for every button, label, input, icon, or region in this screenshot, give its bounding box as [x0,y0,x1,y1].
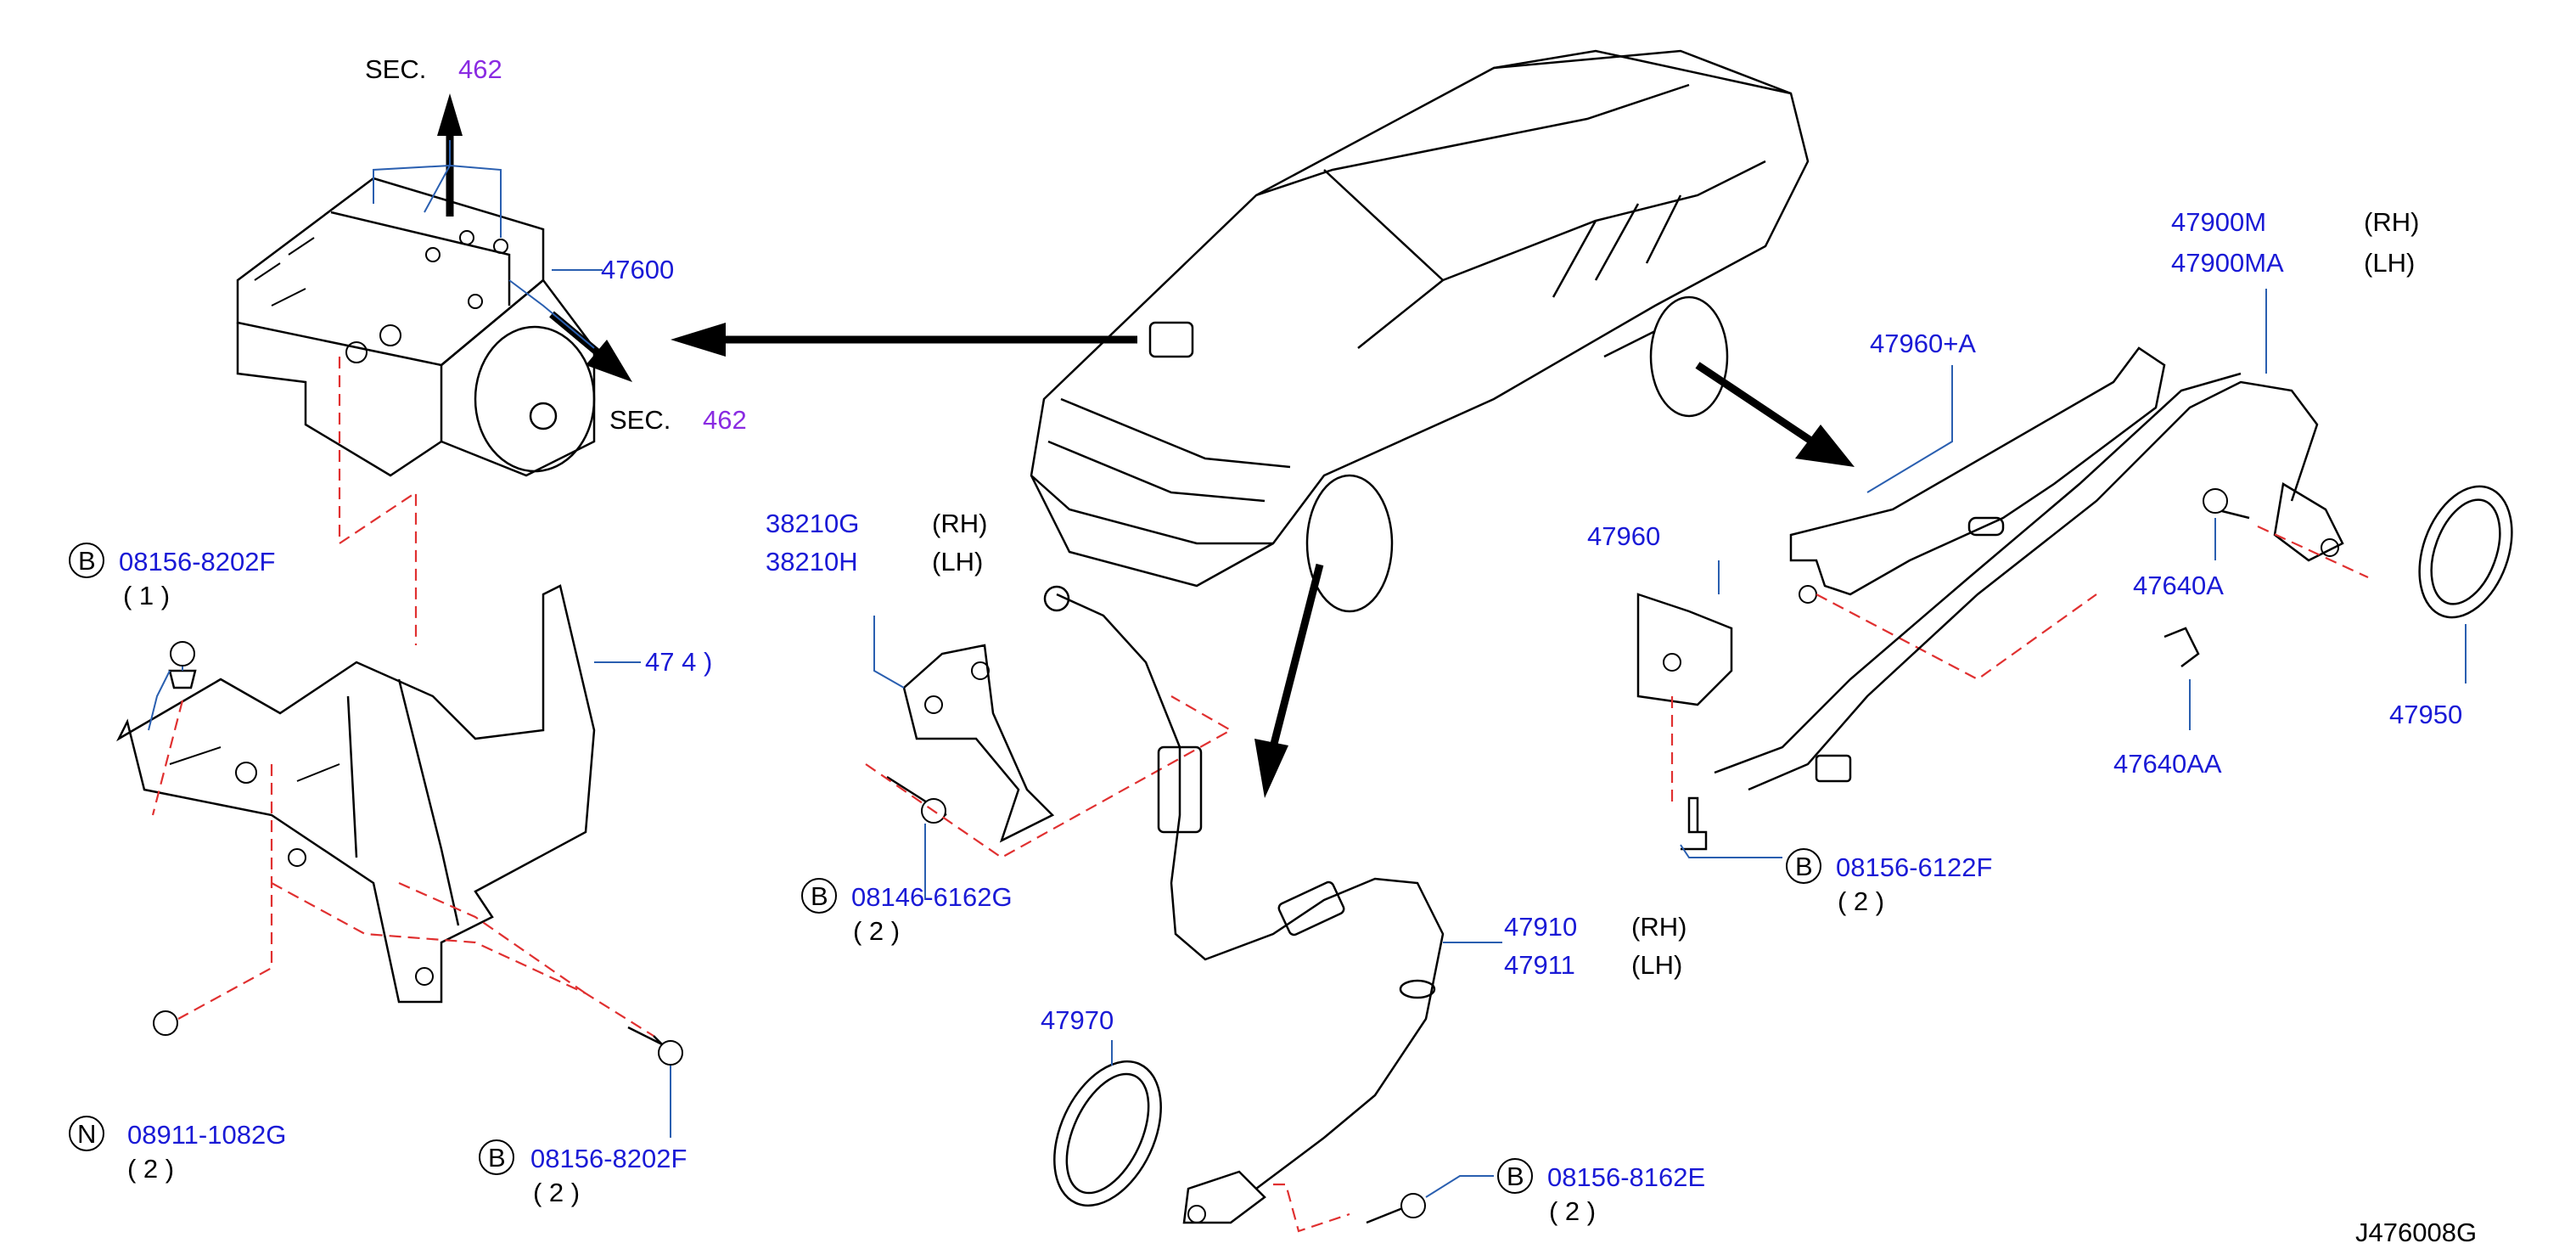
part-number-08146-6162G[interactable]: 08146-6162G [851,882,1013,912]
tone-ring-47950 [2418,485,2513,683]
quantity-label: ( 2 ) [127,1154,174,1184]
bolt-symbol-letter: B [78,546,96,576]
part-number-47960A[interactable]: 47960+A [1870,329,1976,358]
quantity-label: ( 2 ) [1838,886,1884,916]
part-number-08156-8202F[interactable]: 08156-8202F [119,547,275,577]
part-number-47640A[interactable]: 47640A [2133,571,2224,600]
side-label-rh: (RH) [932,509,987,538]
bolt-8162E [1273,1175,1494,1233]
car-illustration [1030,49,1810,613]
part-number-47640AA[interactable]: 47640AA [2113,749,2222,779]
tone-ring-47970 [1053,1040,1162,1207]
section-ref-number[interactable]: 462 [458,54,502,84]
part-number-47900M[interactable]: 47900M [2171,207,2266,237]
side-label-rh: (RH) [2364,207,2419,237]
actuator-bracket [116,584,641,1004]
part-number-47600[interactable]: 47600 [601,255,674,284]
diagram-code: J476008G [2355,1218,2477,1247]
part-number-08911-1082G[interactable]: 08911-1082G [127,1120,286,1150]
abs-actuator-unit [236,177,596,477]
part-number-47970[interactable]: 47970 [1041,1005,1114,1035]
rear-bolt-47640A [2164,488,2369,730]
bolt-symbol-letter: B [1795,852,1813,881]
quantity-label: ( 2 ) [533,1178,580,1207]
bracket-bolts [148,641,683,1138]
rear-wheel-sensor [1714,289,2344,791]
part-number-38210H[interactable]: 38210H [766,547,858,577]
sensor-bracket-38210 [865,616,1233,900]
quantity-label: ( 2 ) [853,916,900,946]
nut-symbol-n [69,1116,104,1151]
part-number-47900MA[interactable]: 47900MA [2171,248,2284,278]
bolt-symbol-b [1497,1158,1533,1194]
bolt-symbol-letter: B [811,881,828,911]
actuator-leaders [373,140,603,349]
part-number-47960[interactable]: 47960 [1587,521,1660,551]
quantity-label: ( 1 ) [123,581,170,610]
part-number-08156-8202F-lower[interactable]: 08156-8202F [530,1144,687,1173]
bolt-symbol-b [69,543,104,578]
part-number-47840[interactable]: 47 4 ) [645,647,712,677]
bolt-symbol-b [801,878,837,914]
nut-symbol-letter: N [77,1119,96,1149]
section-ref-number[interactable]: 462 [703,405,747,435]
front-wheel-sensor [1043,585,1502,1224]
section-ref-label: SEC. [609,405,671,435]
bolt-symbol-b [1786,848,1821,884]
side-label-rh: (RH) [1631,912,1686,942]
section-ref-label: SEC. [365,54,426,84]
part-number-47911[interactable]: 47911 [1504,950,1575,980]
part-number-47950[interactable]: 47950 [2389,700,2462,729]
labels-layer: SEC. 462 47600 SEC. 462 47 4 ) B 08156-8… [69,54,2477,1247]
dashed-guides-left [151,357,654,1037]
part-number-08156-6122F[interactable]: 08156-6122F [1836,852,1992,882]
bolt-symbol-b [479,1139,514,1175]
side-label-lh: (LH) [932,547,983,577]
side-label-lh: (LH) [2364,248,2415,278]
direction-arrows [437,93,1855,798]
part-number-38210G[interactable]: 38210G [766,509,859,538]
part-number-08156-8162E[interactable]: 08156-8162E [1547,1162,1705,1192]
bolt-symbol-letter: B [488,1143,506,1173]
part-number-47910[interactable]: 47910 [1504,912,1577,942]
quantity-label: ( 2 ) [1549,1196,1596,1226]
side-label-lh: (LH) [1631,950,1682,980]
bolt-symbol-letter: B [1507,1162,1524,1191]
rear-sensor-bracket [1636,346,2166,858]
